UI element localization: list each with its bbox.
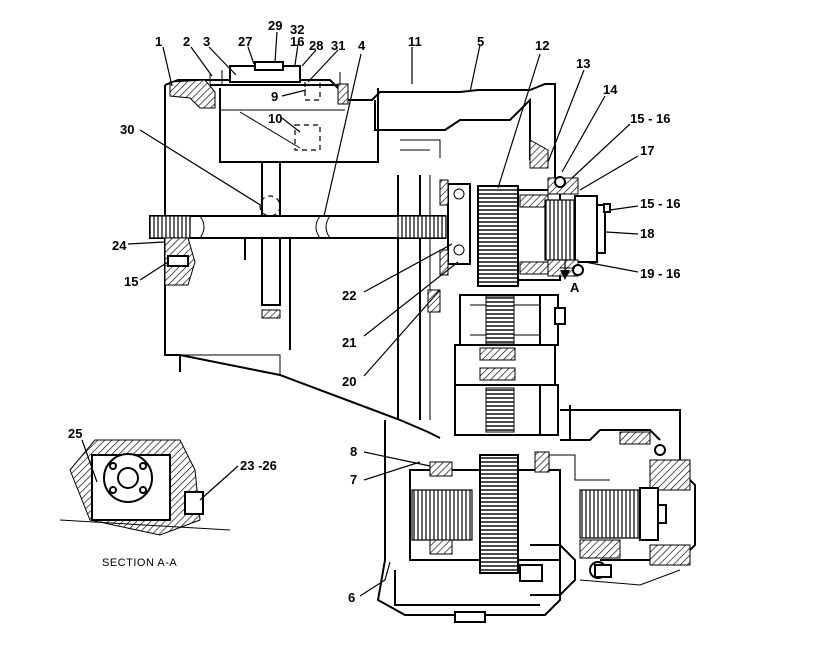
countershaft-stack: [454, 294, 566, 436]
label-3: 3: [203, 34, 210, 49]
input-bearing: [427, 179, 471, 313]
label-15-16-lower: 15 - 16: [640, 196, 680, 211]
input-spline: [149, 215, 191, 239]
label-12: 12: [535, 38, 549, 53]
label-6: 6: [348, 590, 355, 605]
label-15-16-upper: 15 - 16: [630, 111, 670, 126]
label-5: 5: [477, 34, 484, 49]
label-14: 14: [603, 82, 618, 97]
label-9: 9: [271, 89, 278, 104]
label-29: 29: [268, 18, 282, 33]
label-11: 11: [408, 34, 422, 49]
label-28: 28: [309, 38, 323, 53]
label-25: 25: [68, 426, 82, 441]
lower-right-flange-assembly: [530, 405, 696, 596]
label-16-top: 16: [290, 34, 304, 49]
leader-lines: [81, 31, 639, 597]
label-27: 27: [238, 34, 252, 49]
label-10: 10: [268, 111, 282, 126]
label-15: 15: [124, 274, 138, 289]
label-32: 32: [290, 22, 304, 37]
label-13: 13: [576, 56, 590, 71]
label-17: 17: [640, 143, 654, 158]
input-shaft: [149, 215, 447, 286]
label-21: 21: [342, 335, 356, 350]
section-marker-a: A: [570, 280, 580, 295]
section-a-a-inset: [59, 439, 231, 536]
label-22: 22: [342, 288, 356, 303]
label-24: 24: [112, 238, 127, 253]
label-30: 30: [120, 122, 134, 137]
label-4: 4: [358, 38, 366, 53]
label-7: 7: [350, 472, 357, 487]
upper-right-output-assembly: [517, 176, 611, 281]
section-caption: SECTION A-A: [102, 557, 177, 569]
label-23-26: 23 -26: [240, 458, 277, 473]
label-8: 8: [350, 444, 357, 459]
label-1: 1: [155, 34, 162, 49]
label-2: 2: [183, 34, 190, 49]
label-19-16: 19 - 16: [640, 266, 680, 281]
lower-output-gear: [409, 454, 561, 582]
label-20: 20: [342, 374, 356, 389]
label-31: 31: [331, 38, 345, 53]
callout-labels: 1 2 3 27 29 32 16 28 31 4 11 5 12 13 14 …: [68, 18, 680, 605]
label-18: 18: [640, 226, 654, 241]
